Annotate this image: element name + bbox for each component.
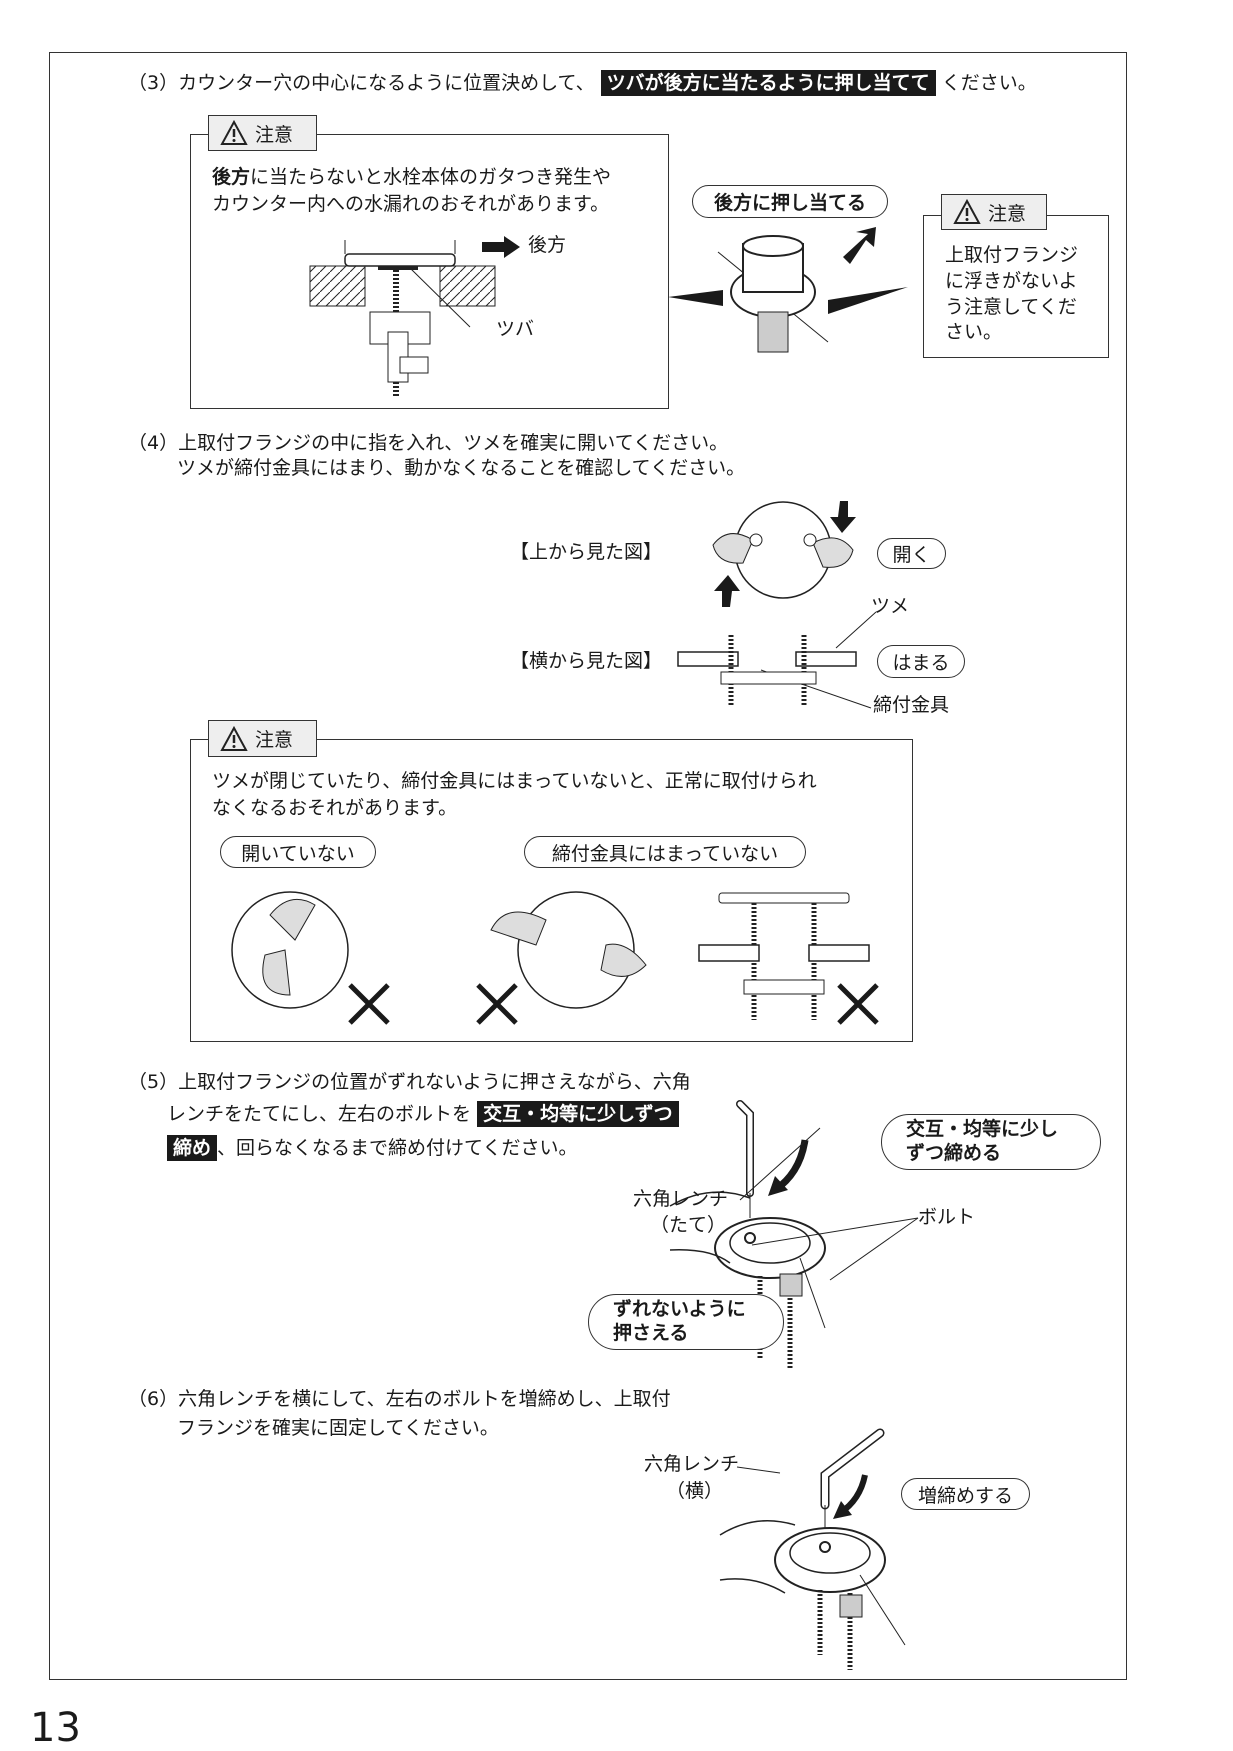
side-view-clamp-illustration [677,611,877,709]
caution-label: 注意 [255,123,294,146]
label-hex-wrench: 六角レンチ [644,1453,740,1475]
label-hex-wrench: 六角レンチ [633,1188,729,1210]
pill-line: ずつ締める [906,1142,1002,1164]
caution-box-1 [190,134,669,409]
side-view-label: 【横から見た図】 [510,650,663,672]
label-tsuba: ツバ [496,318,535,340]
pill-push-rear: 後方に押し当てる [692,185,888,218]
label-tsume: ツメ [871,595,910,617]
step5-text: レンチをたてにし、左右のボルトを [167,1103,472,1125]
step6-line1: （6）六角レンチを横にして、左右のボルトを増締めし、上取付 [128,1390,671,1409]
wrong-closed-claws-illustration [231,891,390,1025]
step6-line2: フランジを確実に固定してください。 [177,1417,499,1439]
label-clamp: 締付金具 [873,694,950,716]
warning-icon [953,198,981,224]
label-bolt: ボルト [918,1206,976,1228]
pill-line: ずれないように [613,1298,746,1321]
step3-highlight: ツバが後方に当たるように押し当てて [600,70,936,96]
caution-tag-2: 注意 [941,194,1047,230]
pill-fit: はまる [877,645,965,678]
horizontal-wrench-illustration [719,1428,906,1670]
caution1-text: に当たらないと水栓本体のガタつき発生や [250,166,612,188]
step5-highlight: 締め [167,1135,218,1161]
caution-label: 注意 [255,729,294,751]
step-number: （4） [128,432,179,454]
vertical-wrench-illustration [669,1100,826,1370]
pill-retighten: 増締めする [901,1478,1030,1510]
step3-text: カウンター穴の中心になるように位置決めして、 [178,72,595,94]
step5-highlight: 交互・均等に少しずつ [477,1101,679,1127]
step5-line1: （5）上取付フランジの位置がずれないように押さえながら、六角 [128,1073,691,1092]
pill-alternate-tighten: 交互・均等に少しずつ締める [881,1114,1101,1170]
faucet-flange-illustration [668,227,908,353]
caution-label: 注意 [988,202,1027,225]
step4-line1: （4）上取付フランジの中に指を入れ、ツメを確実に開いてください。 [128,434,728,453]
step3-instruction: （3）カウンター穴の中心になるように位置決めして、 ツバが後方に当たるように押し… [128,70,1037,96]
arrow-right-icon [482,236,520,258]
step4-line2: ツメが締付金具にはまり、動かなくなることを確認してください。 [177,457,746,479]
caution-tag-1: 注意 [208,115,317,151]
step5-line3: 締め、回らなくなるまで締め付けてください。 [167,1135,578,1161]
caution1-bold: 後方 [212,166,251,188]
pill-line: 押さえる [613,1322,689,1344]
leader-lines [739,1127,919,1281]
page-number: 13 [30,1705,81,1751]
caution2-line: に浮きがないよ [945,270,1078,292]
pill-open: 開く [877,538,946,569]
caution2-line: さい。 [945,321,1003,343]
step5-text: 上取付フランジの位置がずれないように押さえながら、六角 [178,1071,691,1093]
step6-text: 六角レンチを横にして、左右のボルトを増締めし、上取付 [178,1388,671,1410]
warning-icon [220,725,248,751]
caution1-line1: 後方に当たらないと水栓本体のガタつき発生や [212,168,611,187]
page-frame [49,52,1127,1680]
caution3-line1: ツメが閉じていたり、締付金具にはまっていないと、正常に取付けられ [212,770,817,792]
label-rear: 後方 [528,234,567,256]
pill-line: 交互・均等に少し [906,1118,1059,1141]
step5-line2: レンチをたてにし、左右のボルトを 交互・均等に少しずつ [167,1101,679,1127]
step5-text: 、回らなくなるまで締め付けてください。 [217,1137,578,1159]
flange-cross-section-illustration [309,240,496,397]
top-view-claws-illustration [712,501,856,607]
wrong-not-fitted-side-illustration [698,892,879,1025]
step-number: （5） [128,1071,179,1093]
wrong-not-fitted-top-illustration [476,891,647,1025]
caution2-line: う注意してくだ [945,296,1077,318]
caution2-line: 上取付フランジ [945,244,1079,266]
step4-text: 上取付フランジの中に指を入れ、ツメを確実に開いてください。 [178,432,729,454]
top-view-label: 【上から見た図】 [510,541,663,563]
step3-text-end: ください。 [941,72,1037,94]
step-number: （6） [128,1388,179,1410]
caution1-line2: カウンター内への水漏れのおそれがあります。 [212,193,610,215]
caution3-line2: なくなるおそれがあります。 [212,797,458,819]
step-number: （3） [128,72,179,94]
label-wrench-horizontal: （横） [666,1480,724,1502]
caution-tag-3: 注意 [208,720,317,757]
pill-hold-in-place: ずれないように押さえる [588,1294,784,1350]
pill-not-fit: 締付金具にはまっていない [524,836,806,868]
warning-icon [220,119,248,145]
label-wrench-vertical: （たて） [650,1214,727,1236]
pill-not-open: 開いていない [220,836,376,868]
